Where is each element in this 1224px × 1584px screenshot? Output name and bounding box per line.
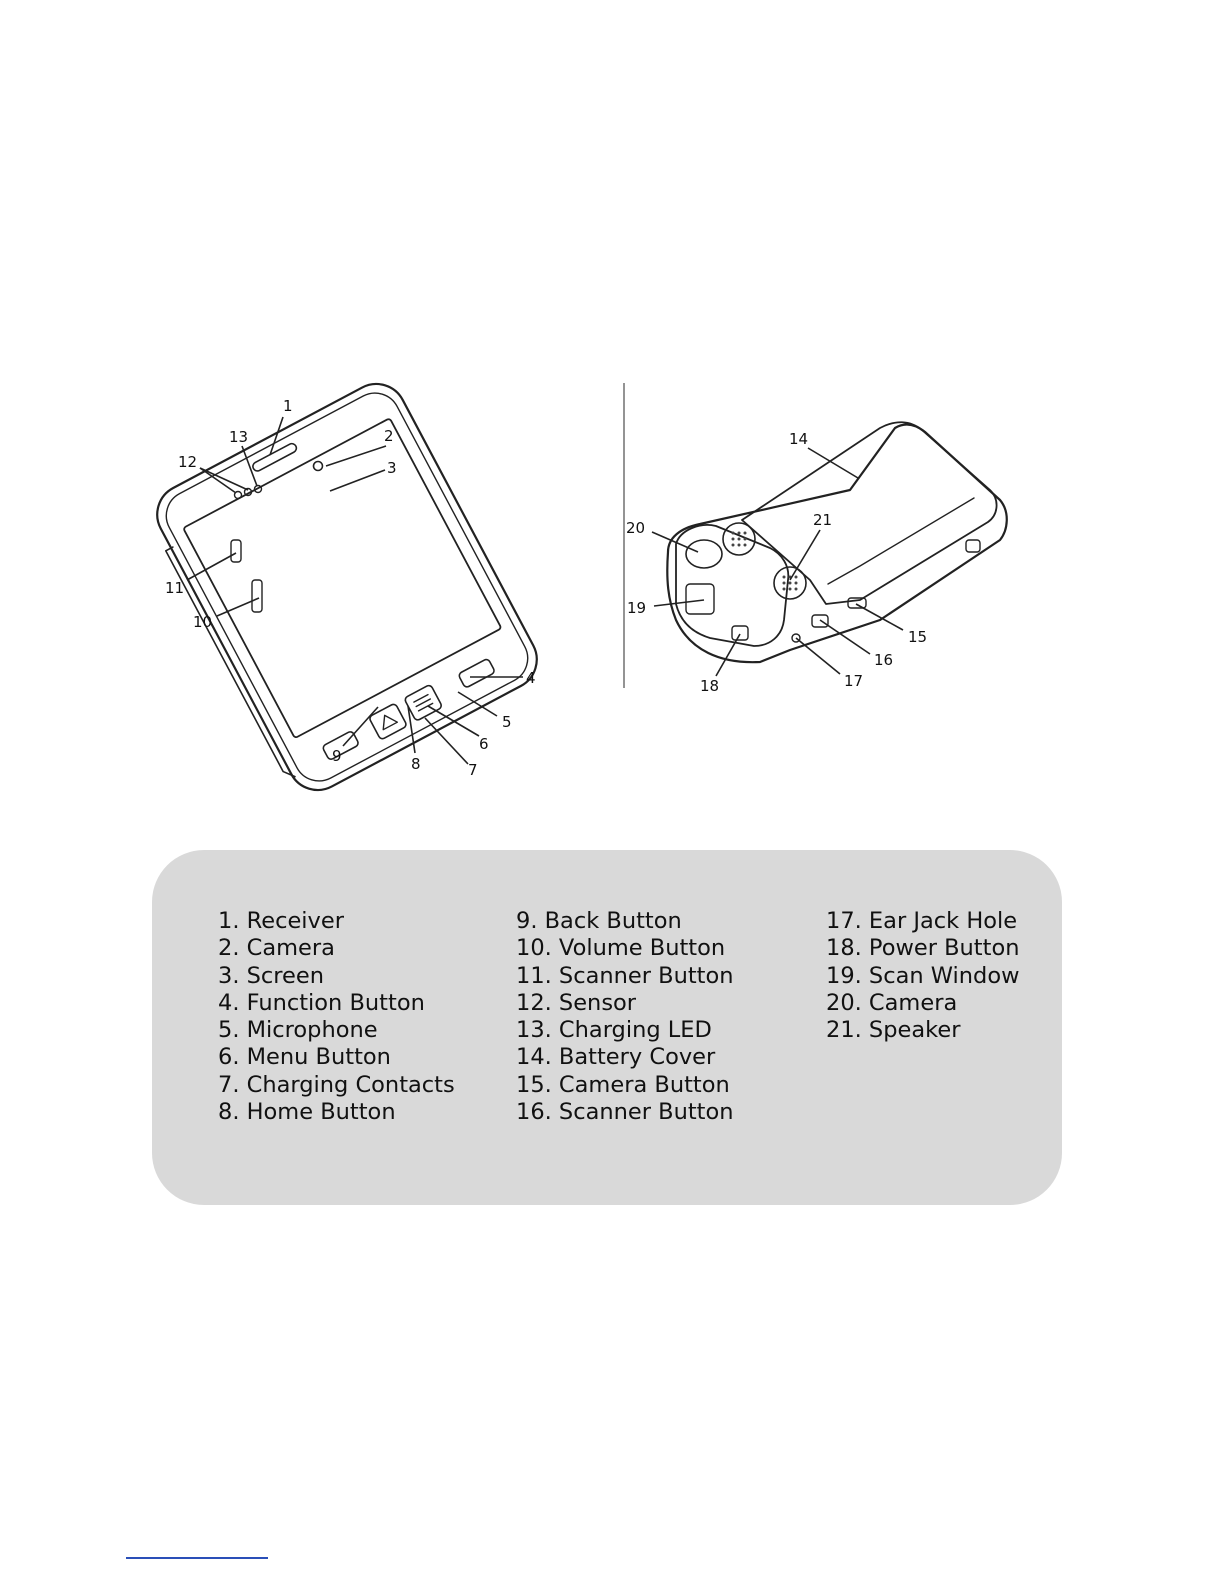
callout-9: 9: [332, 747, 342, 765]
parts-legend-panel: 1. Receiver 2. Camera 3. Screen 4. Funct…: [152, 850, 1062, 1205]
part-item: 16. Scanner Button: [516, 1099, 734, 1126]
callout-4: 4: [526, 669, 536, 687]
part-item: 17. Ear Jack Hole: [826, 908, 1018, 934]
callout-15: 15: [908, 628, 927, 646]
part-item: 1. Receiver: [218, 908, 344, 934]
callout-12: 12: [178, 453, 197, 471]
callout-5: 5: [502, 713, 512, 731]
parts-column-1: 1. Receiver 2. Camera 3. Screen 4. Funct…: [218, 908, 455, 1126]
callout-2: 2: [384, 427, 394, 445]
part-item: 10. Volume Button: [516, 935, 726, 962]
front-leader-lines: [186, 416, 523, 765]
callout-20: 20: [626, 519, 645, 537]
front-view-drawing: [156, 382, 538, 792]
back-callouts: 14 15 16 17 18 19 20 21: [626, 430, 927, 695]
part-item: 14. Battery Cover: [516, 1044, 716, 1071]
footer-rule: [126, 1557, 268, 1559]
callout-14: 14: [789, 430, 808, 448]
front-callouts: 1 2 3 4 5 6 7 8 9 10 11 12 13: [165, 397, 536, 779]
part-item: 20. Camera: [826, 989, 958, 1016]
part-item: 4. Function Button: [218, 989, 425, 1016]
part-item: 7. Charging Contacts: [218, 1071, 455, 1098]
part-item: 13. Charging LED: [516, 1017, 712, 1044]
callout-3: 3: [387, 459, 397, 477]
part-item: 15. Camera Button: [516, 1071, 730, 1098]
back-view-drawing: [666, 421, 1008, 664]
callout-11: 11: [165, 579, 184, 597]
part-item: 5. Microphone: [218, 1017, 378, 1044]
part-item: 12. Sensor: [516, 989, 637, 1016]
callout-21: 21: [813, 511, 832, 529]
device-diagrams: 1 2 3 4 5 6 7 8 9 10 11 12 13: [156, 382, 1008, 792]
speaker-grille-dots: [731, 531, 798, 591]
callout-7: 7: [468, 761, 478, 779]
part-item: 18. Power Button: [826, 935, 1020, 962]
part-item: 21. Speaker: [826, 1017, 961, 1044]
part-item: 11. Scanner Button: [516, 962, 734, 989]
part-item: 8. Home Button: [218, 1099, 396, 1126]
callout-8: 8: [411, 755, 421, 773]
callout-6: 6: [479, 735, 489, 753]
part-item: 6. Menu Button: [218, 1044, 391, 1071]
callout-17: 17: [844, 672, 863, 690]
callout-18: 18: [700, 677, 719, 695]
parts-column-2: 9. Back Button 10. Volume Button 11. Sca…: [516, 908, 734, 1126]
callout-19: 19: [627, 599, 646, 617]
part-item: 2. Camera: [218, 935, 335, 962]
part-item: 9. Back Button: [516, 908, 682, 934]
part-item: 3. Screen: [218, 962, 324, 989]
back-leader-lines: [651, 447, 904, 677]
parts-column-3: 17. Ear Jack Hole 18. Power Button 19. S…: [826, 908, 1020, 1044]
callout-13: 13: [229, 428, 248, 446]
callout-16: 16: [874, 651, 893, 669]
part-item: 19. Scan Window: [826, 962, 1020, 989]
callout-1: 1: [283, 397, 293, 415]
callout-10: 10: [193, 613, 212, 631]
